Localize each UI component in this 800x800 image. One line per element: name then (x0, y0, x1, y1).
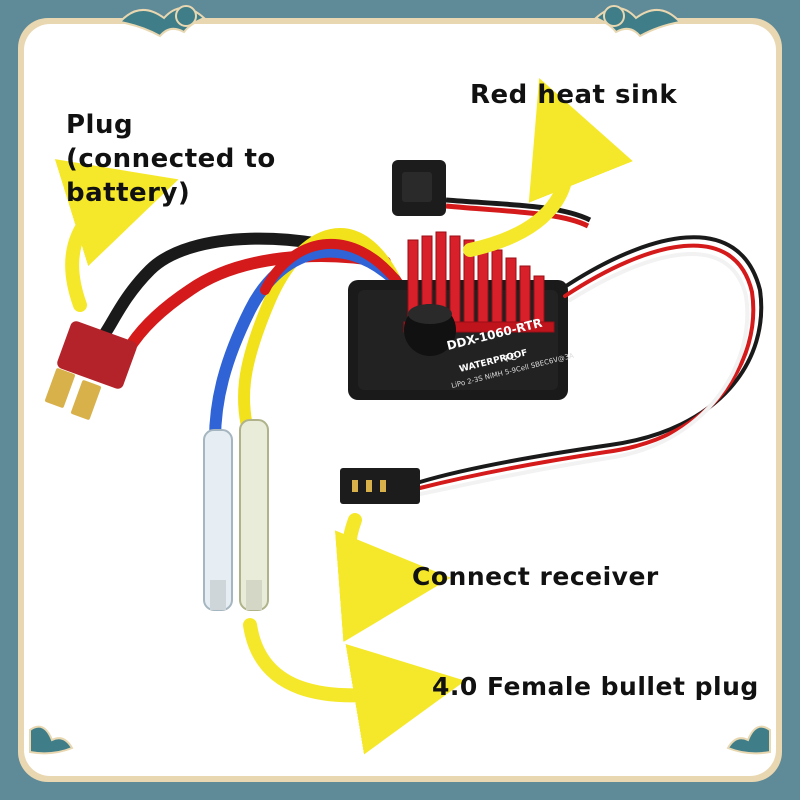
receiver-label: Connect receiver (412, 562, 659, 591)
fc-mark: FC (504, 352, 518, 364)
esc-body: DDX-1060-RTR WATERPROOF FC LiPo 2-3S NiM… (348, 231, 575, 400)
arrow-receiver (335, 513, 451, 642)
bullet-connectors (203, 419, 269, 611)
heat-sink-label: Red heat sink (470, 80, 678, 110)
receiver-cable (418, 235, 764, 496)
ornament-right (594, 5, 682, 38)
arrows (54, 77, 633, 755)
motor-wires (209, 228, 406, 446)
arrow-bullet (243, 618, 466, 755)
arrow-heat (463, 77, 633, 257)
t-plug (45, 321, 137, 420)
receiver-connector (340, 468, 420, 504)
plug-label: Plug (connected to battery) (66, 110, 276, 208)
arrow-plug (54, 159, 179, 312)
ornament-bottom-left (29, 725, 74, 755)
ornament-left (118, 5, 206, 38)
ornament-bottom-right (726, 725, 771, 755)
bullet-plug-label: 4.0 Female bullet plug (432, 672, 759, 701)
heat-sink (403, 231, 555, 333)
power-switch (392, 160, 592, 229)
